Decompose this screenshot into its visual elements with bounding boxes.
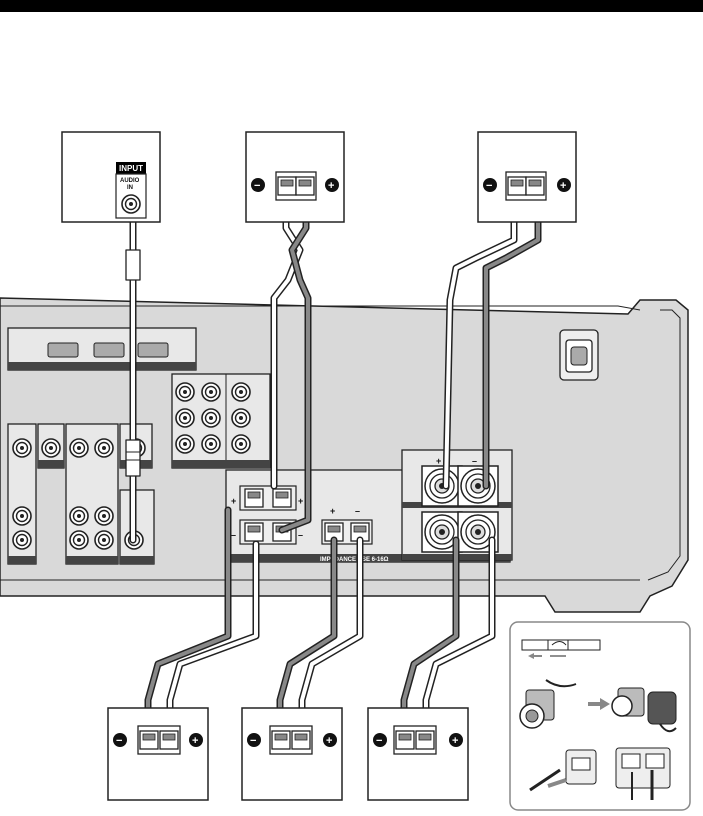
audio-in-line2: IN xyxy=(127,185,133,191)
center-plus-label: + xyxy=(330,506,335,516)
speaker-plus-symbol: + xyxy=(326,735,332,747)
receiver-audio-jack[interactable] xyxy=(120,490,154,564)
speaker-plus-symbol: + xyxy=(560,180,566,192)
front-plus-label: + xyxy=(231,496,236,506)
speaker-top-right: − + xyxy=(478,132,576,222)
center-minus-label: – xyxy=(355,506,360,516)
header-bar xyxy=(0,0,703,12)
speaker-top-center: − + xyxy=(246,132,344,222)
speaker-minus-symbol: − xyxy=(116,735,122,747)
speaker-minus-symbol: − xyxy=(254,180,260,192)
speaker-plus-symbol: + xyxy=(192,735,198,747)
binding-plus-label: + xyxy=(436,456,441,466)
audio-in-line1: AUDIO xyxy=(120,178,140,184)
speaker-plus-symbol: + xyxy=(328,180,334,192)
input-device: INPUT AUDIO IN xyxy=(62,132,160,222)
front-minus-label: – xyxy=(231,530,236,540)
receiver-rear-panel: IMPEDANCE USE 6-16Ω + + – – + – + – xyxy=(0,298,688,612)
speaker-wire-connection-illustration xyxy=(510,622,690,810)
speaker-minus-symbol: − xyxy=(376,735,382,747)
binding-minus-label: – xyxy=(472,456,477,466)
speaker-minus-symbol: − xyxy=(250,735,256,747)
impedance-label: IMPEDANCE USE 6-16Ω xyxy=(320,557,389,563)
front-plus-label-2: + xyxy=(298,496,303,506)
ac-outlet xyxy=(560,330,598,380)
speaker-plus-symbol: + xyxy=(452,735,458,747)
speaker-minus-symbol: − xyxy=(486,180,492,192)
input-heading: INPUT xyxy=(119,164,143,173)
front-minus-label-2: – xyxy=(298,530,303,540)
speaker-bottom-left: − + xyxy=(108,708,208,800)
speaker-bottom-right: − + xyxy=(368,708,468,800)
speaker-bottom-center: − + xyxy=(242,708,342,800)
